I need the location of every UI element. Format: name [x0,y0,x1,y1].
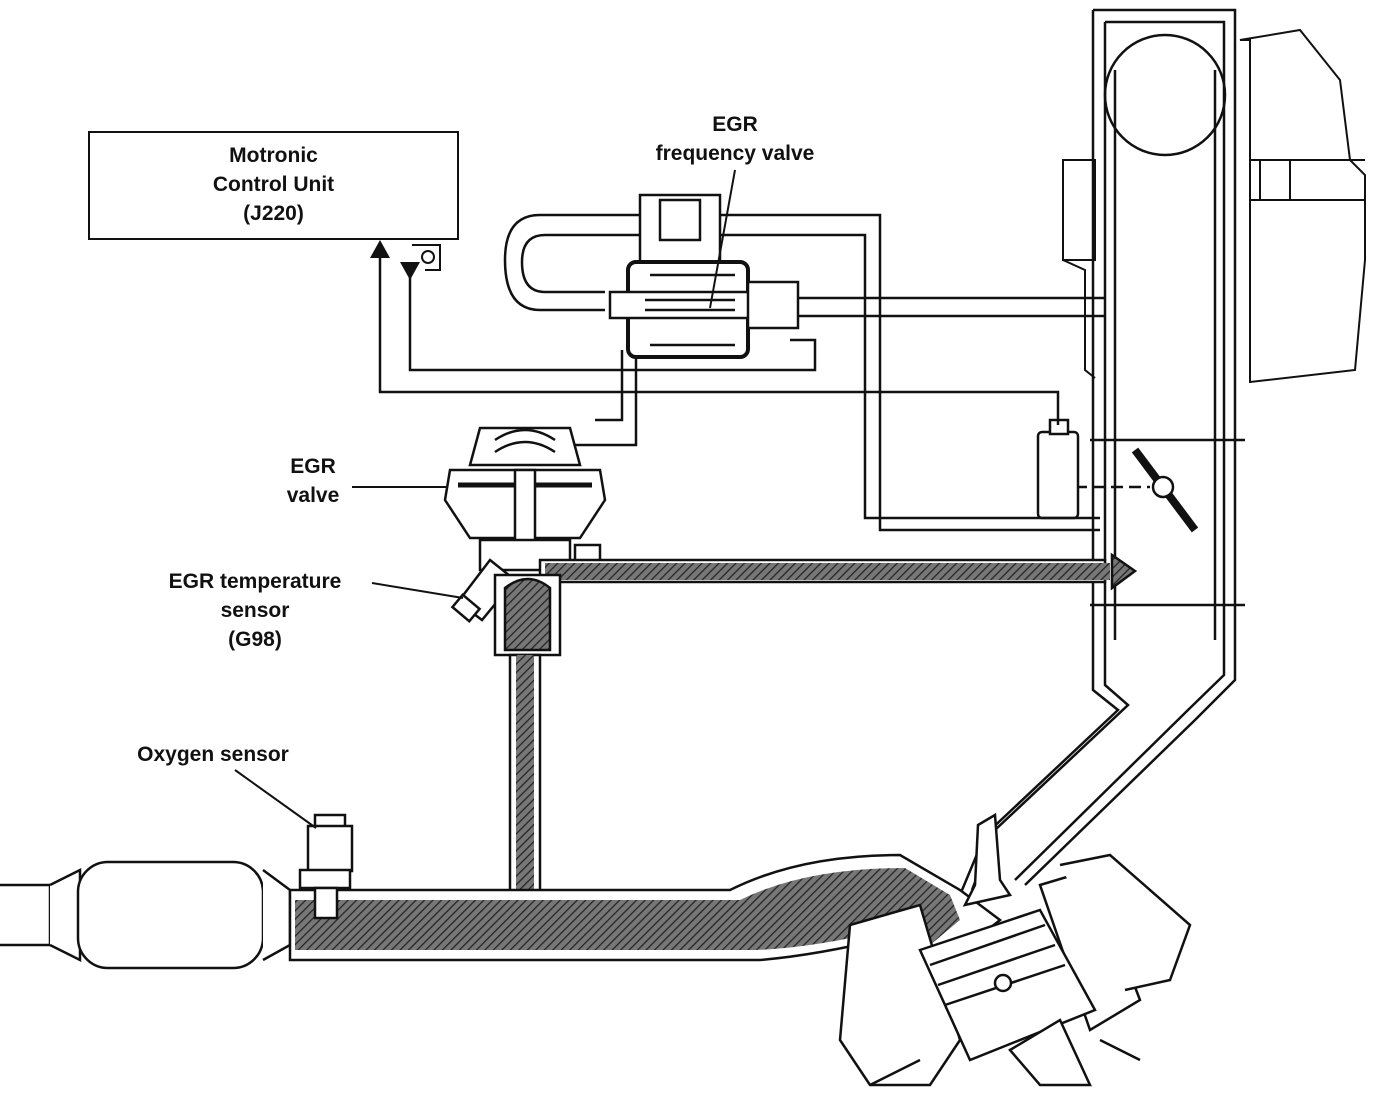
engine-cylinder [838,812,1192,1087]
label-egr-temperature-sensor: EGR temperature sensor (G98) [140,567,370,654]
label-oxygen-sensor: Oxygen sensor [118,740,308,769]
ecu-connector [412,244,441,271]
label-ecu-line-1: Motronic [229,144,318,167]
egr-valve-body [443,426,607,572]
label-egr-valve-line-1: EGR [290,455,336,478]
label-egr-frequency-valve: EGR frequency valve [620,110,850,168]
label-egr-valve: EGR valve [268,452,358,510]
signal-arrow-up [370,240,390,258]
intake-duct [958,8,1245,896]
signal-arrow-down [400,262,420,280]
oxygen-sensor-body [298,813,354,920]
label-ecu-line-3: (J220) [243,202,304,225]
egr-frequency-valve-body [608,193,800,359]
label-temp-sensor-line-2: sensor [220,599,290,622]
label-egr-valve-line-2: valve [286,484,340,507]
throttle-sensor [1036,418,1080,520]
label-temp-sensor-line-3: (G98) [228,628,282,651]
label-temp-sensor-line-1: EGR temperature [168,570,342,593]
motronic-control-unit-box [88,131,459,240]
egr-passage [493,552,1138,897]
label-freq-valve-line-1: EGR [712,113,758,136]
control-lines [378,213,1105,532]
label-motronic-control-unit: Motronic Control Unit (J220) [88,141,459,228]
exhaust-pipe [288,853,1003,962]
label-ecu-line-2: Control Unit [212,173,335,196]
air-cleaner-housing [1062,28,1366,384]
label-freq-valve-line-2: frequency valve [655,142,815,165]
label-oxygen-sensor-text: Oxygen sensor [137,743,289,766]
catalytic-converter [0,860,292,970]
